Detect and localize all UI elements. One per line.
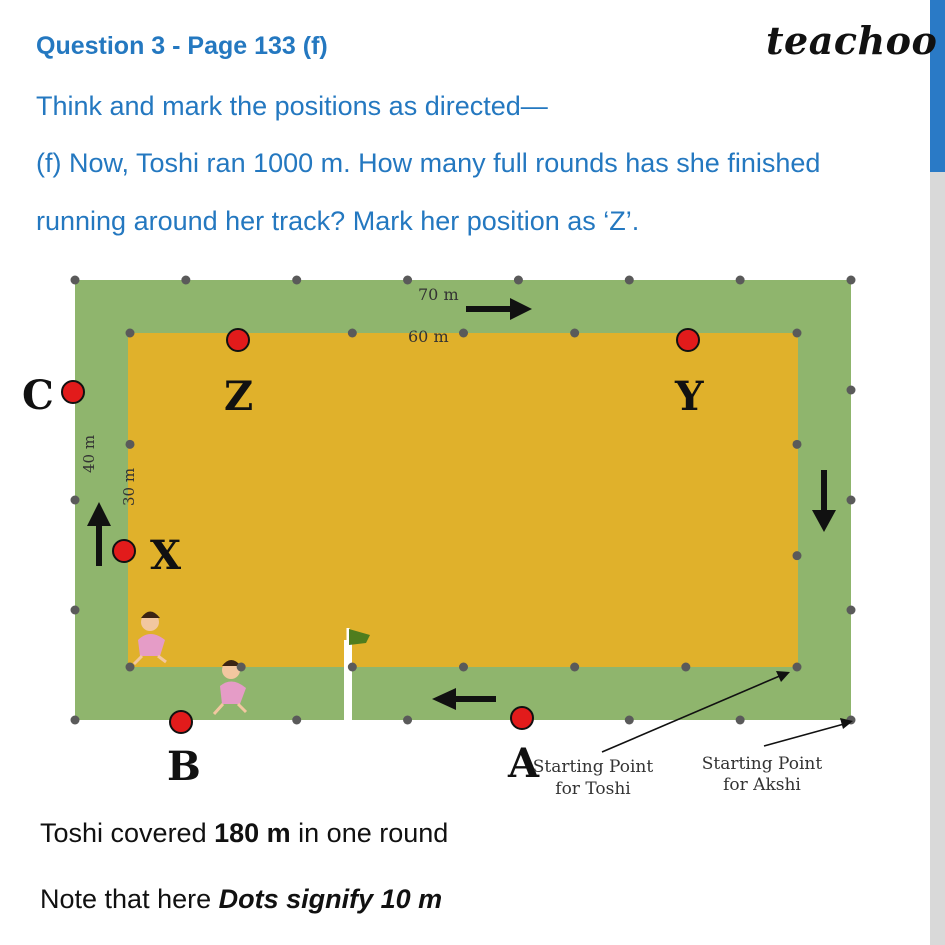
marker-z bbox=[226, 328, 250, 352]
outer-length-label: 70 m bbox=[418, 285, 459, 304]
note-round-distance: Toshi covered 180 m in one round bbox=[40, 818, 448, 849]
arrow-down-icon bbox=[812, 470, 836, 532]
inner-dot bbox=[792, 662, 802, 672]
note-1-pre: Toshi covered bbox=[40, 818, 215, 848]
outer-dot bbox=[624, 715, 634, 725]
inner-dot bbox=[347, 328, 357, 338]
marker-y bbox=[676, 328, 700, 352]
outer-dot bbox=[624, 275, 634, 285]
side-scroll-bar bbox=[930, 0, 945, 945]
point-label-x: X bbox=[150, 532, 181, 579]
arrow-right-icon bbox=[466, 298, 532, 320]
start-line bbox=[344, 640, 352, 720]
outer-dot bbox=[735, 715, 745, 725]
outer-dot bbox=[735, 275, 745, 285]
outer-dot bbox=[292, 275, 302, 285]
runner-girl-2-icon bbox=[212, 660, 248, 716]
outer-dot bbox=[70, 605, 80, 615]
arrow-left-icon bbox=[432, 688, 496, 710]
outer-dot bbox=[846, 605, 856, 615]
note-2-bold: Dots signify 10 m bbox=[218, 884, 443, 914]
question-line-3: running around her track? Mark her posit… bbox=[36, 206, 640, 236]
note-dots: Note that here Dots signify 10 m bbox=[40, 884, 442, 915]
marker-a bbox=[510, 706, 534, 730]
inner-dot bbox=[236, 662, 246, 672]
pointer-toshi bbox=[601, 671, 790, 753]
outer-dot bbox=[846, 275, 856, 285]
inner-dot bbox=[570, 662, 580, 672]
point-label-b: B bbox=[167, 743, 201, 790]
start-toshi-line-1: Starting Point bbox=[533, 757, 654, 777]
outer-dot bbox=[513, 275, 523, 285]
note-1-bold: 180 m bbox=[214, 818, 291, 848]
outer-dot bbox=[403, 275, 413, 285]
inner-dot bbox=[570, 328, 580, 338]
outer-dot bbox=[292, 715, 302, 725]
brand-logo: teachoo bbox=[766, 18, 938, 63]
marker-b bbox=[169, 710, 193, 734]
inner-length-label: 60 m bbox=[408, 327, 449, 346]
inner-dot bbox=[125, 439, 135, 449]
inner-dot bbox=[681, 662, 691, 672]
start-akshi-line-1: Starting Point bbox=[702, 754, 823, 774]
runner-girl-1-icon bbox=[132, 611, 167, 666]
inner-dot bbox=[347, 662, 357, 672]
inner-dot bbox=[125, 328, 135, 338]
question-line-2: (f) Now, Toshi ran 1000 m. How many full… bbox=[36, 148, 821, 178]
point-label-a: A bbox=[507, 740, 540, 787]
outer-dot bbox=[403, 715, 413, 725]
point-label-y: Y bbox=[674, 373, 704, 420]
inner-dot bbox=[792, 439, 802, 449]
inner-dot bbox=[792, 328, 802, 338]
question-line-1: Think and mark the positions as directed… bbox=[36, 91, 548, 121]
inner-field bbox=[128, 333, 798, 667]
flag-icon bbox=[349, 629, 370, 645]
left-inner-label: 30 m bbox=[120, 468, 138, 506]
marker-x bbox=[112, 539, 136, 563]
left-outer-label: 40 m bbox=[80, 435, 98, 473]
pointer-akshi bbox=[763, 718, 853, 747]
outer-dot bbox=[181, 275, 191, 285]
outer-dot bbox=[70, 275, 80, 285]
marker-c bbox=[61, 380, 85, 404]
start-toshi-line-2: for Toshi bbox=[555, 779, 631, 799]
side-bar-accent bbox=[930, 0, 945, 172]
outer-dot bbox=[846, 495, 856, 505]
point-label-c: C bbox=[22, 372, 54, 419]
inner-dot bbox=[125, 662, 135, 672]
arrow-up-icon bbox=[87, 502, 111, 566]
inner-dot bbox=[792, 551, 802, 561]
point-label-z: Z bbox=[224, 373, 253, 420]
note-2-pre: Note that here bbox=[40, 884, 219, 914]
note-1-post: in one round bbox=[290, 818, 449, 848]
question-title: Question 3 - Page 133 (f) bbox=[36, 32, 328, 60]
outer-dot bbox=[70, 495, 80, 505]
start-akshi-line-2: for Akshi bbox=[723, 775, 801, 795]
inner-dot bbox=[459, 662, 468, 672]
inner-dot bbox=[459, 328, 468, 338]
outer-dot bbox=[846, 385, 856, 395]
outer-dot bbox=[70, 715, 80, 725]
